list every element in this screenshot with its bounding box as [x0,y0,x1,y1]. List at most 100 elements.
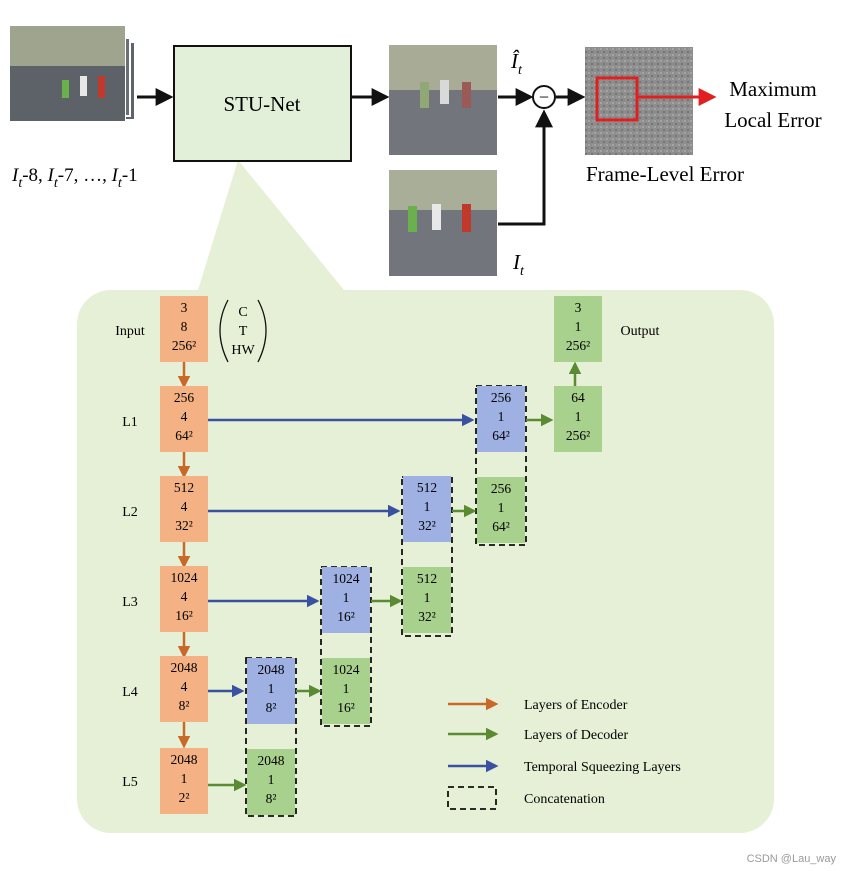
encoder-block-l4: 2048 4 8² [160,656,208,722]
input-frames-label-part: t [54,176,59,191]
decoder-block-l5-rect [247,749,295,815]
decoder-block-output-value-c: 3 [575,300,582,315]
squeeze-block-l3: 1024 1 16² [322,567,370,633]
encoder-block-l3-value-t: 4 [181,589,188,604]
output-label: Output [621,324,660,339]
encoder-block-l1: 256 4 64² [160,386,208,452]
row-label-l5: L5 [122,775,138,790]
decoder-block-l1-rect [554,386,602,452]
decoder-block-l5-value-hw: 8² [266,791,277,806]
encoder-block-l4-value-hw: 8² [179,698,190,713]
encoder-block-l4-rect [160,656,208,722]
dims-bracket-left [219,299,229,363]
encoder-block-l1-value-t: 4 [181,409,188,424]
legend-concat-swatch [447,786,497,810]
decoder-block-l1-value-hw: 256² [566,428,590,443]
row-label-l1: L1 [122,415,138,430]
decoder-blocks: 204818²1024116²512132²256164²641256²3125… [247,296,602,815]
actual-label: It [512,250,525,279]
squeeze-block-l3-value-hw: 16² [337,609,355,624]
encoder-block-l2-value-hw: 32² [175,518,193,533]
decoder-block-output-rect [554,296,602,362]
legend-encoder-label: Layers of Encoder [524,698,628,713]
minus-symbol: − [539,87,549,107]
predicted-frame-image [389,45,497,155]
row-label-l3: L3 [122,595,138,610]
squeeze-block-l4-value-t: 1 [268,681,275,696]
decoder-block-l1-value-t: 1 [575,409,582,424]
squeeze-block-l1-rect [477,386,525,452]
watermark: CSDN @Lau_way [747,853,837,865]
input-frames-label-part: I [47,165,56,186]
decoder-block-output-value-hw: 256² [566,338,590,353]
decoder-block-l3-value-hw: 32² [418,609,436,624]
encoder-block-l5-rect [160,748,208,814]
encoder-block-l2-rect [160,476,208,542]
decoder-block-l3-value-c: 512 [417,571,437,586]
row-label-l2: L2 [122,505,138,520]
decoder-block-l5-value-t: 1 [268,772,275,787]
encoder-block-input-value-t: 8 [181,319,188,334]
decoder-block-l4-rect [322,658,370,724]
encoder-block-l5-value-t: 1 [181,771,188,786]
arrow-actual-to-minus [498,109,553,226]
input-frames-label-part: -8, [22,165,47,186]
legend-squeeze-label: Temporal Squeezing Layers [524,760,681,775]
decoder-block-l2-value-t: 1 [498,500,505,515]
encoder-block-l1-value-hw: 64² [175,428,193,443]
input-frames-label-part: I [11,165,20,186]
dims-header-t: T [239,324,248,339]
squeeze-block-l3-rect [322,567,370,633]
squeeze-block-l1-value-t: 1 [498,409,505,424]
actual-frame-image [389,170,497,276]
encoder-block-l3-rect [160,566,208,632]
input-frames-stack [9,25,136,122]
max-error-box [595,76,639,122]
legend-decoder-label: Layers of Decoder [524,728,629,743]
encoder-block-l2-value-c: 512 [174,480,194,495]
dims-bracket-right [257,299,267,363]
error-caption: Frame-Level Error [586,162,744,186]
decoder-block-l2-rect [477,477,525,543]
decoder-block-l4: 1024 1 16² [322,658,370,724]
pred-label: Ît [510,49,523,78]
decoder-block-l4-value-hw: 16² [337,700,355,715]
encoder-block-l1-value-c: 256 [174,390,195,405]
minus-operator [532,85,556,109]
encoder-block-l3-value-hw: 16² [175,608,193,623]
squeeze-block-l3-value-t: 1 [343,590,350,605]
squeeze-block-l1-value-c: 256 [491,390,512,405]
squeeze-block-l4-rect [247,658,295,724]
max-error-label-line1: Maximum [729,77,817,101]
squeeze-block-l2-value-c: 512 [417,480,437,495]
decoder-block-l4-value-t: 1 [343,681,350,696]
squeeze-block-l4-value-c: 2048 [258,662,285,677]
decoder-block-output-value-t: 1 [575,319,582,334]
squeeze-block-l4-value-hw: 8² [266,700,277,715]
row-label-input: Input [115,324,145,339]
squeeze-block-l2-value-hw: 32² [418,518,436,533]
decoder-block-l5: 2048 1 8² [247,749,295,815]
squeeze-block-l3-value-c: 1024 [333,571,360,586]
input-frames-label-part: t [118,176,123,191]
encoder-block-l1-rect [160,386,208,452]
decoder-block-l5-value-c: 2048 [258,753,285,768]
decoder-block-l2-value-c: 256 [491,481,512,496]
decoder-block-l4-value-c: 1024 [333,662,360,677]
squeeze-block-l4: 2048 1 8² [247,658,295,724]
legend: Layers of Encoder Layers of Decoder Temp… [447,697,681,810]
encoder-block-l4-value-c: 2048 [171,660,198,675]
encoder-block-l5-value-hw: 2² [179,790,190,805]
encoder-block-l4-value-t: 4 [181,679,188,694]
encoder-blocks: 38256²256464²512432²1024416²204848²20481… [160,296,208,814]
stunet-block [173,45,352,162]
decoder-block-l1-value-c: 64 [571,390,585,405]
